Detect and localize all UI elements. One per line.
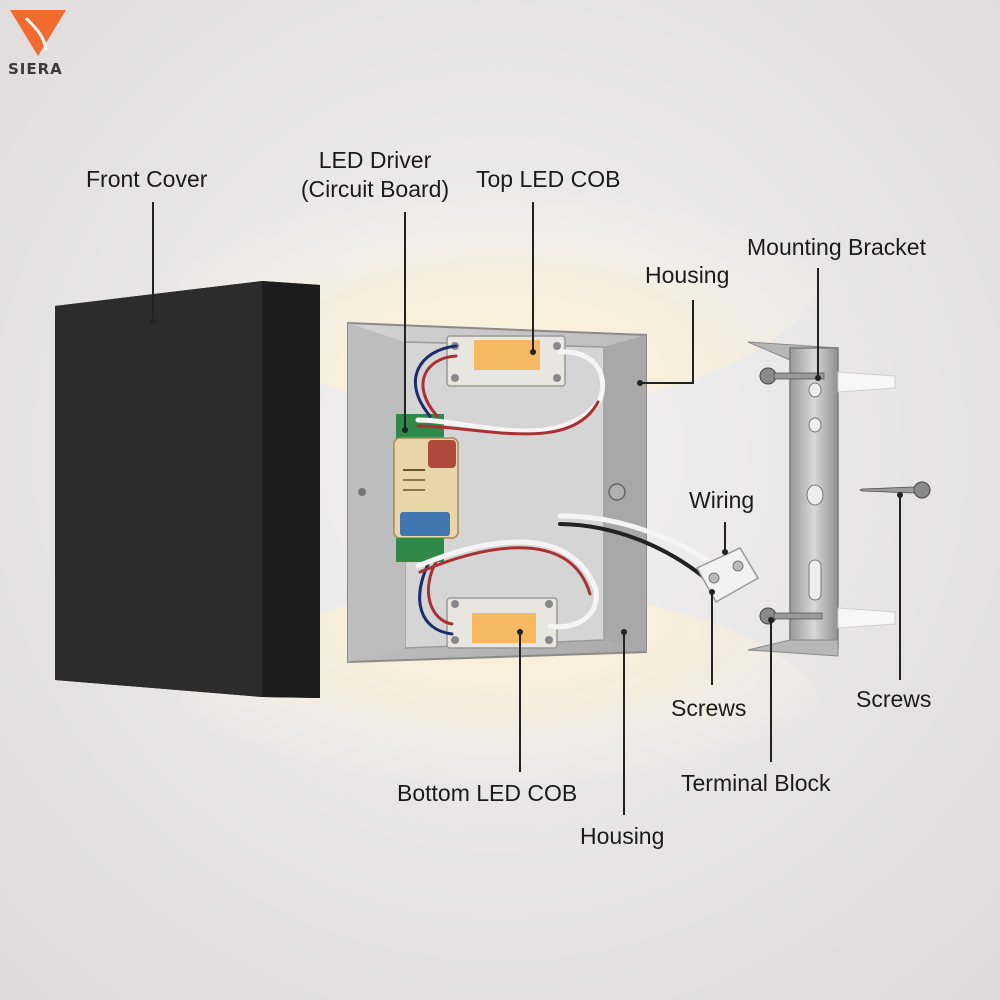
label-bottom-led-cob: Bottom LED COB <box>397 780 578 806</box>
label-housing-top: Housing <box>645 262 730 288</box>
label-top-led-cob: Top LED COB <box>476 166 621 192</box>
label-wiring: Wiring <box>689 487 755 513</box>
front-cover <box>55 281 320 698</box>
label-led-driver-line2: (Circuit Board) <box>300 176 450 202</box>
label-terminal-block: Terminal Block <box>681 770 831 796</box>
top-light-glow <box>170 90 830 410</box>
brand-logo-icon <box>10 10 66 56</box>
mounting-bracket <box>747 341 839 657</box>
top-led-cob <box>446 335 566 387</box>
label-led-driver: LED Driver (Circuit Board) <box>290 146 460 204</box>
housing <box>347 321 647 664</box>
label-housing-bottom: Housing <box>580 823 665 849</box>
leader-lines <box>152 202 901 815</box>
screws <box>759 367 931 625</box>
bottom-led-cob <box>446 597 558 649</box>
label-front-cover: Front Cover <box>86 166 208 192</box>
brand-name: SIERA <box>8 60 63 78</box>
wiring <box>413 344 721 636</box>
label-led-driver-line1: LED Driver <box>318 147 432 173</box>
bottom-light-glow <box>170 590 830 870</box>
label-mounting-bracket: Mounting Bracket <box>747 234 926 260</box>
leader-dots <box>150 319 903 635</box>
led-driver-board <box>393 414 459 562</box>
wall-anchors <box>837 371 896 629</box>
label-screws-center: Screws <box>671 695 747 721</box>
label-screws-right: Screws <box>856 686 932 712</box>
